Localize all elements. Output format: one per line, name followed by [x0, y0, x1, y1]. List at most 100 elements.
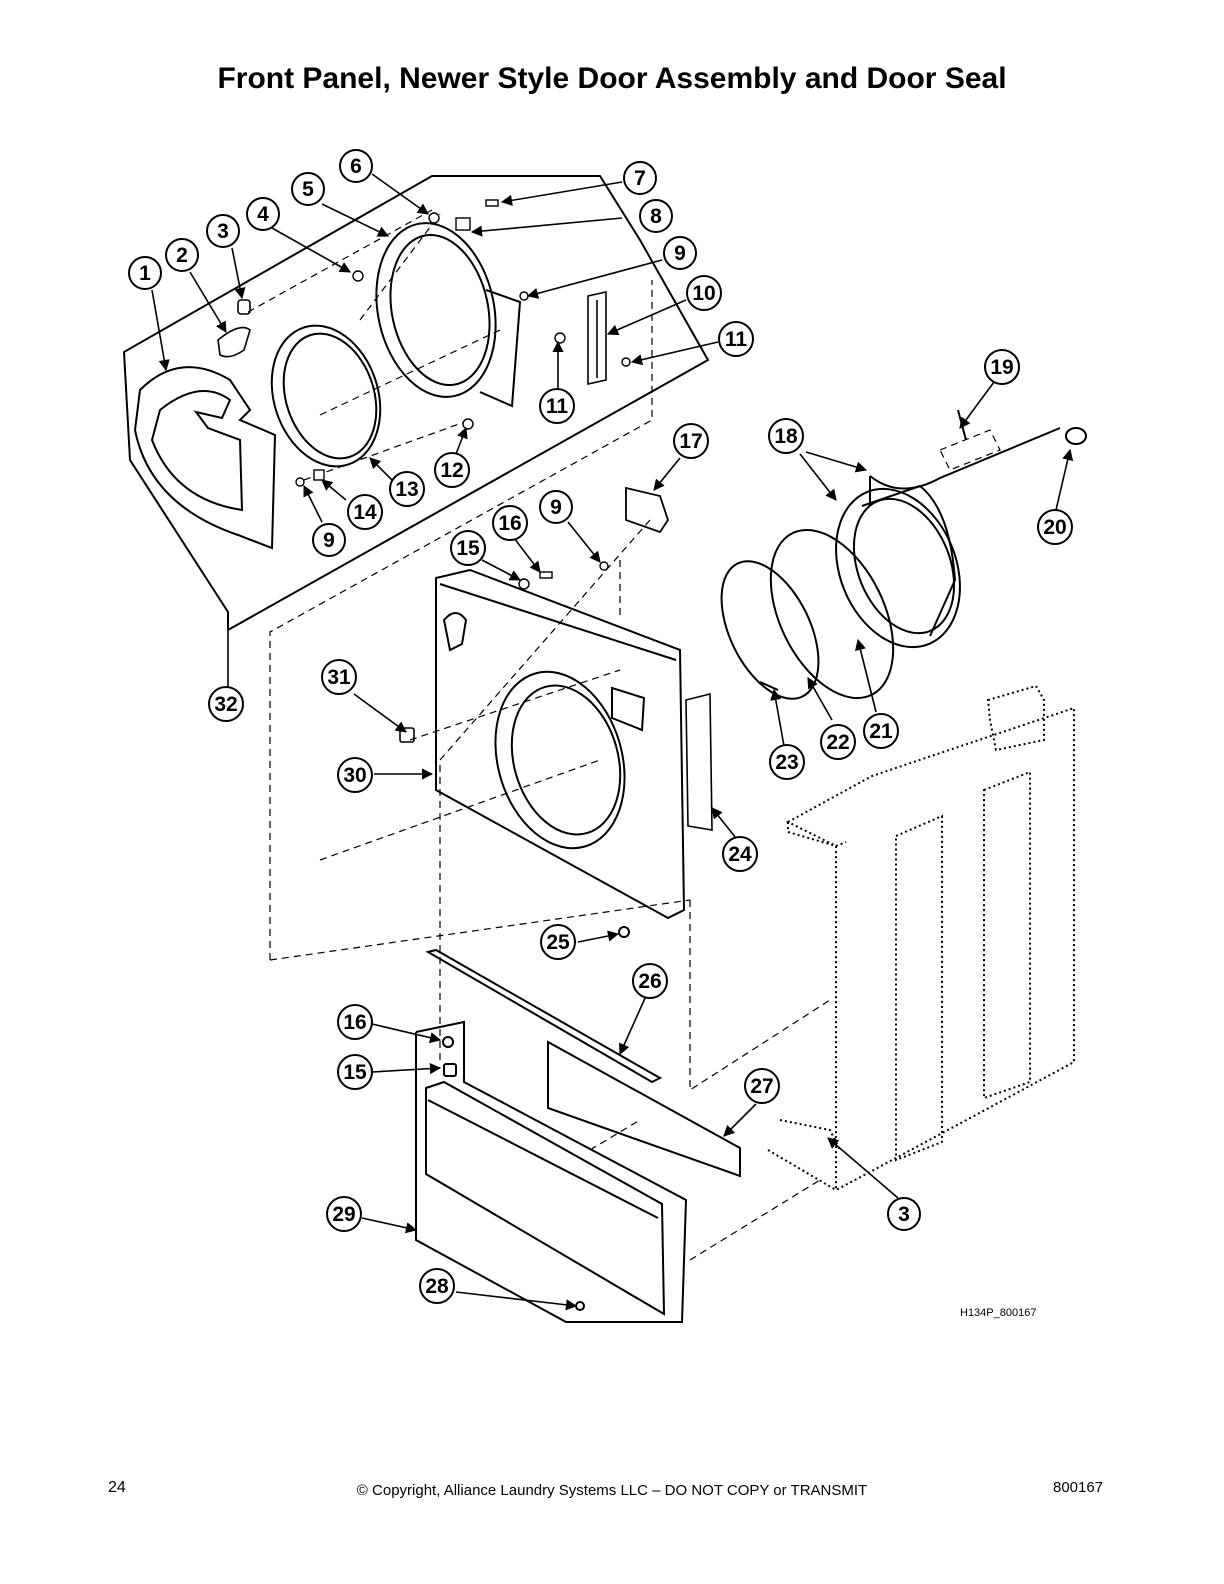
svg-text:10: 10 [692, 282, 715, 305]
svg-text:27: 27 [750, 1075, 773, 1098]
svg-text:19: 19 [990, 356, 1013, 379]
svg-text:16: 16 [343, 1011, 366, 1034]
svg-text:29: 29 [332, 1203, 355, 1226]
svg-text:11: 11 [725, 328, 748, 351]
page-number: 24 [108, 1479, 126, 1496]
callout-6: 6 [339, 149, 373, 183]
callout-4: 4 [246, 197, 280, 231]
svg-text:23: 23 [775, 751, 798, 774]
callout-2: 2 [165, 238, 199, 272]
callout-24: 24 [722, 836, 758, 872]
callout-9: 9 [663, 236, 697, 270]
callout-3: 3 [887, 1197, 921, 1231]
callout-18: 18 [768, 418, 804, 454]
svg-text:9: 9 [674, 242, 686, 265]
svg-text:4: 4 [257, 203, 269, 226]
callout-28: 28 [419, 1268, 455, 1304]
svg-text:14: 14 [353, 501, 377, 524]
svg-text:13: 13 [395, 478, 418, 501]
svg-text:5: 5 [302, 178, 314, 201]
small-fasteners-upper [295, 199, 631, 590]
svg-text:11: 11 [546, 395, 569, 418]
svg-text:31: 31 [327, 666, 351, 689]
callout-3: 3 [206, 214, 240, 248]
door-frame-ring [375, 222, 522, 408]
svg-text:26: 26 [638, 970, 661, 993]
seal-hose [869, 409, 1087, 506]
svg-text:9: 9 [323, 529, 335, 552]
svg-text:8: 8 [650, 205, 662, 228]
callouts: 1 2 3 4 5 6 7 8 9 10 11 11 12 13 14 9 15… [128, 149, 1073, 1304]
svg-text:15: 15 [456, 537, 480, 560]
callout-27: 27 [744, 1068, 780, 1104]
svg-text:22: 22 [826, 731, 849, 754]
callout-19: 19 [984, 349, 1020, 385]
door-assembly-outline [122, 175, 710, 631]
svg-text:7: 7 [634, 167, 646, 190]
door-seal [720, 484, 961, 700]
panel-bracket [685, 692, 713, 831]
drawing-code: H134P_800167 [960, 1307, 1036, 1319]
callout-10: 10 [686, 275, 722, 311]
callout-22: 22 [820, 724, 856, 760]
svg-text:3: 3 [898, 1203, 910, 1226]
callout-17: 17 [673, 423, 709, 459]
cabinet-outline [767, 684, 1075, 1192]
svg-text:25: 25 [546, 931, 570, 954]
callout-7: 7 [623, 161, 657, 195]
page-title: Front Panel, Newer Style Door Assembly a… [217, 62, 1007, 95]
svg-text:24: 24 [728, 843, 752, 866]
callout-12: 12 [434, 452, 470, 488]
callout-29: 29 [326, 1196, 362, 1232]
callout-23: 23 [769, 744, 805, 780]
callout-30: 30 [337, 757, 373, 793]
svg-text:3: 3 [217, 220, 229, 243]
svg-text:28: 28 [425, 1275, 449, 1298]
callout-16: 16 [337, 1004, 373, 1040]
document-number: 800167 [1053, 1479, 1104, 1496]
svg-text:17: 17 [679, 430, 702, 453]
svg-text:21: 21 [869, 720, 893, 743]
panel-clip [399, 727, 415, 743]
lower-strips [425, 948, 741, 1178]
callout-16: 16 [492, 505, 528, 541]
copyright-notice: © Copyright, Alliance Laundry Systems LL… [356, 1482, 868, 1499]
callout-11: 11 [539, 388, 575, 424]
callout-14: 14 [347, 494, 383, 530]
svg-text:18: 18 [774, 425, 798, 448]
callout-8: 8 [639, 199, 673, 233]
door-lock [625, 486, 669, 534]
dashed-guides [247, 209, 1001, 1261]
svg-text:32: 32 [214, 693, 237, 716]
callout-25: 25 [540, 924, 576, 960]
callout-21: 21 [863, 713, 899, 749]
callout-32: 32 [208, 686, 244, 722]
svg-text:6: 6 [350, 155, 362, 178]
lower-panel [415, 926, 688, 1323]
door-handle-parts [217, 299, 251, 358]
svg-text:2: 2 [176, 244, 188, 267]
callout-9: 9 [312, 523, 346, 557]
outer-door-panel [133, 366, 277, 550]
callout-20: 20 [1037, 509, 1073, 545]
callout-5: 5 [291, 172, 325, 206]
leader-lines [151, 173, 1074, 1311]
callout-15: 15 [337, 1054, 373, 1090]
callout-13: 13 [389, 471, 425, 507]
callout-11: 11 [718, 321, 754, 357]
svg-text:9: 9 [550, 496, 562, 519]
callout-9: 9 [539, 490, 573, 524]
svg-text:16: 16 [498, 512, 521, 535]
callout-26: 26 [632, 963, 668, 999]
callout-1: 1 [128, 256, 162, 290]
svg-text:15: 15 [343, 1061, 367, 1084]
svg-text:30: 30 [343, 764, 366, 787]
svg-text:12: 12 [440, 459, 463, 482]
door-glass [270, 324, 382, 468]
callout-31: 31 [321, 659, 357, 695]
door-hinge [587, 291, 607, 385]
front-panel [435, 568, 686, 920]
callout-15: 15 [450, 530, 486, 566]
svg-text:1: 1 [139, 262, 151, 285]
